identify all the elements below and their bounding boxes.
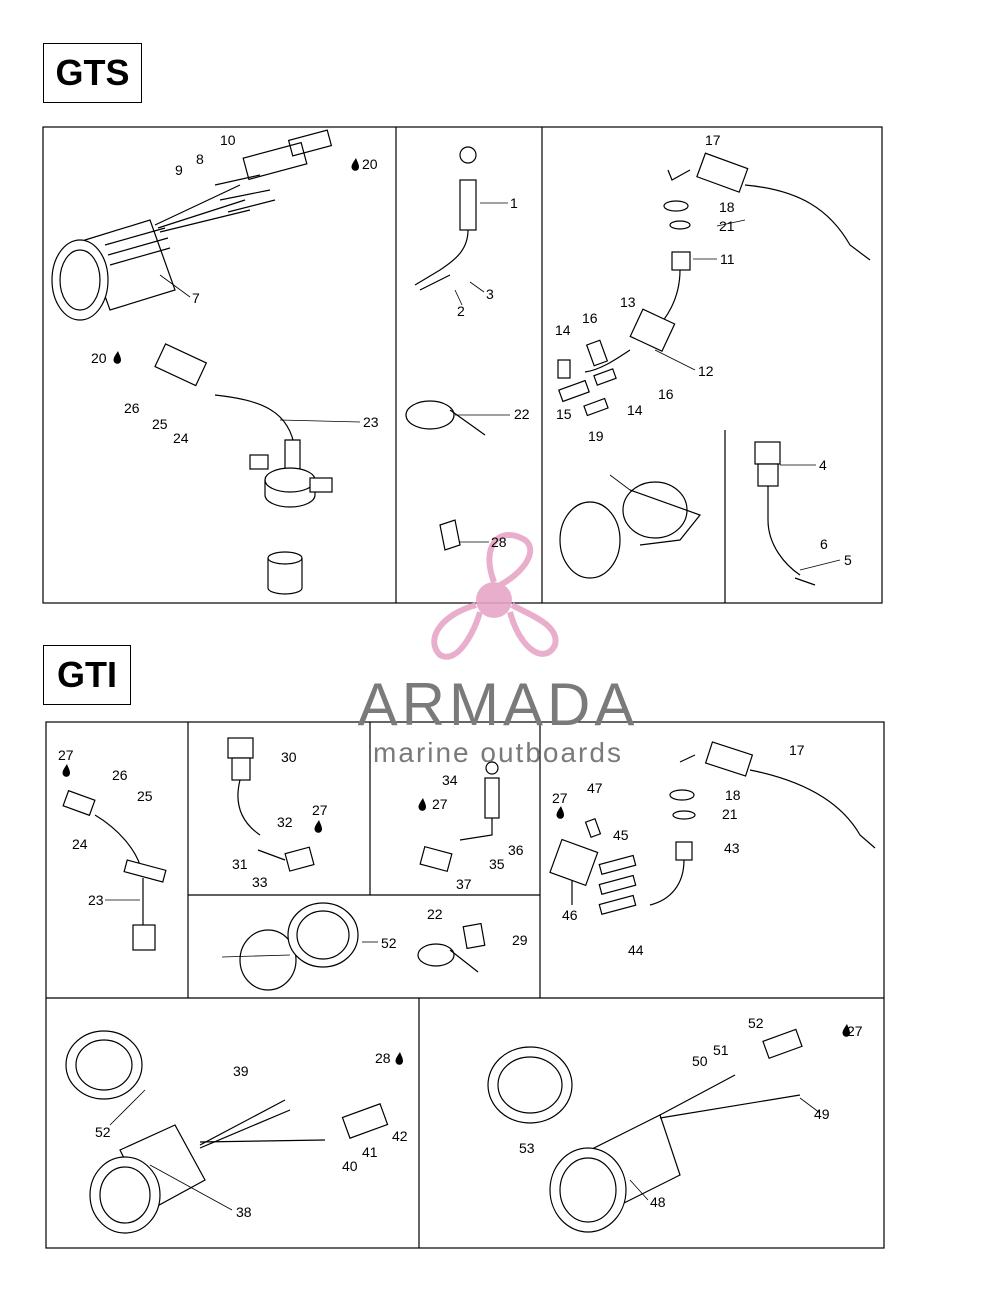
- callout-label: 33: [252, 874, 268, 890]
- callout-label: 30: [281, 749, 297, 765]
- clamp-icon: [405, 400, 486, 436]
- callout-label: 26: [124, 400, 140, 416]
- callout-label: 6: [820, 536, 828, 552]
- callout-label: 21: [722, 806, 738, 822]
- callout-label: 40: [342, 1158, 358, 1174]
- callout-label: 28: [375, 1050, 391, 1066]
- callout-label: 52: [95, 1124, 111, 1140]
- callout-label: 26: [112, 767, 128, 783]
- callout-label: 38: [236, 1204, 252, 1220]
- callout-label: 20: [91, 350, 107, 366]
- callout-label: 48: [650, 1194, 666, 1210]
- hose-icon: [584, 152, 871, 373]
- sender-icon: [227, 737, 315, 872]
- gts-frame: [42, 126, 883, 604]
- callout-label: 31: [232, 856, 248, 872]
- bezel-icon: [239, 902, 359, 991]
- hose-icon: [649, 741, 876, 906]
- callout-label: 37: [456, 876, 472, 892]
- callout-label: 16: [582, 310, 598, 326]
- callout-label: 16: [658, 386, 674, 402]
- callout-label: 25: [152, 416, 168, 432]
- callout-label: 25: [137, 788, 153, 804]
- callout-label: 13: [620, 294, 636, 310]
- harness-icon: [154, 343, 333, 508]
- callout-label: 4: [819, 457, 827, 473]
- callout-label: 32: [277, 814, 293, 830]
- gauge-icon: [51, 184, 251, 321]
- callout-label: 50: [692, 1053, 708, 1069]
- callout-label: 24: [72, 836, 88, 852]
- callout-label: 10: [220, 132, 236, 148]
- callout-label: 27: [847, 1023, 863, 1039]
- callout-label: 35: [489, 856, 505, 872]
- callout-label: 9: [175, 162, 183, 178]
- gts-section-title: GTS: [43, 43, 142, 103]
- callout-label: 18: [725, 787, 741, 803]
- callout-label: 15: [556, 406, 572, 422]
- callout-label: 20: [362, 156, 378, 172]
- callout-label: 45: [613, 827, 629, 843]
- watermark-brand: ARMADA: [358, 671, 639, 738]
- callout-label: 11: [720, 251, 735, 267]
- callout-label: 5: [844, 552, 852, 568]
- harness-icon: [62, 789, 167, 951]
- callout-label: 17: [705, 132, 721, 148]
- callout-label: 27: [312, 802, 328, 818]
- callout-label: 27: [552, 790, 568, 806]
- drop-icon: [62, 158, 850, 1065]
- sleeve-icon: [267, 551, 303, 595]
- connector-icon: [214, 129, 333, 213]
- callout-label: 3: [486, 286, 494, 302]
- callout-label: 46: [562, 907, 578, 923]
- callout-label: 12: [698, 363, 714, 379]
- gti-section-title: GTI: [43, 645, 131, 705]
- callout-label: 23: [88, 892, 104, 908]
- callout-label: 44: [628, 942, 644, 958]
- callout-label: 24: [173, 430, 189, 446]
- callout-label: 34: [442, 772, 458, 788]
- watermark-tagline: marine outboards: [373, 737, 623, 768]
- callout-label: 28: [491, 534, 507, 550]
- sender-icon: [419, 761, 500, 873]
- callout-label: 41: [362, 1144, 378, 1160]
- callout-label: 1: [510, 195, 518, 211]
- bezel-icon: [559, 481, 701, 579]
- callout-label: 49: [814, 1106, 830, 1122]
- callout-label: 53: [519, 1140, 535, 1156]
- callout-label: 52: [748, 1015, 764, 1031]
- callout-label: 14: [627, 402, 643, 418]
- callout-label: 8: [196, 151, 204, 167]
- clamp-icon: [417, 922, 486, 973]
- callout-label: 42: [392, 1128, 408, 1144]
- callout-label: 51: [713, 1042, 729, 1058]
- callout-label: 39: [233, 1063, 249, 1079]
- callout-label: 18: [719, 199, 735, 215]
- callout-label: 22: [427, 906, 443, 922]
- callout-label: 47: [587, 780, 603, 796]
- callout-label: 29: [512, 932, 528, 948]
- callout-label: 19: [588, 428, 604, 444]
- gauge-icon: [487, 1028, 803, 1233]
- armada-logo: [431, 532, 559, 660]
- sender-icon: [754, 441, 816, 586]
- callout-label: 27: [432, 796, 448, 812]
- callout-label: 14: [555, 322, 571, 338]
- callout-label: 7: [192, 290, 200, 306]
- connector-icon: [549, 818, 637, 915]
- gti-frame: [45, 721, 885, 1249]
- fitting-icon: [557, 339, 617, 417]
- callout-label: 36: [508, 842, 524, 858]
- sender-icon: [414, 146, 477, 291]
- callout-label: 27: [58, 747, 74, 763]
- clip-icon: [439, 519, 461, 551]
- callout-label: 21: [719, 218, 735, 234]
- callout-label: 23: [363, 414, 379, 430]
- gauge-icon: [65, 1030, 389, 1234]
- callout-label: 52: [381, 935, 397, 951]
- callout-label: 22: [514, 406, 530, 422]
- callout-label: 17: [789, 742, 805, 758]
- callout-label: 2: [457, 303, 465, 319]
- callout-label: 43: [724, 840, 740, 856]
